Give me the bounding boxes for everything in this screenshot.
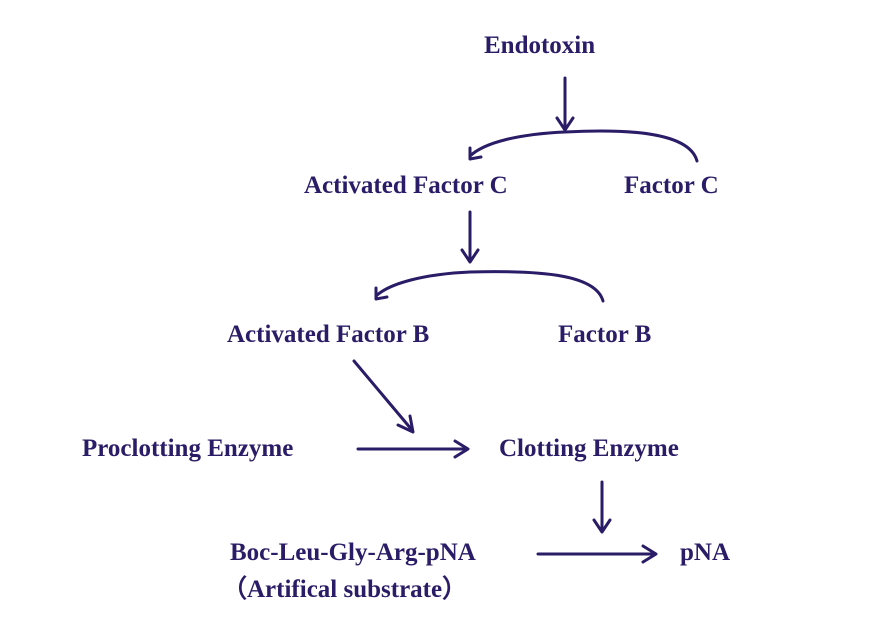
node-factor-c: Factor C bbox=[624, 172, 719, 199]
arc-tick-factor-b bbox=[374, 286, 389, 301]
node-pna: pNA bbox=[680, 539, 731, 566]
arc-tick-factor-c bbox=[468, 146, 483, 161]
node-proclotting-enzyme: Proclotting Enzyme bbox=[82, 435, 294, 462]
arc-factor-c-activation bbox=[468, 129, 699, 163]
arc-factor-b-activation bbox=[374, 270, 605, 303]
node-factor-b: Factor B bbox=[558, 321, 652, 348]
arrowhead-substrate bbox=[641, 544, 658, 564]
arrow-factor-b-diagonal bbox=[352, 359, 414, 432]
arrowhead-diagonal bbox=[396, 414, 415, 434]
arrowhead-endotoxin bbox=[555, 116, 575, 132]
node-substrate-note: （Artifical substrate） bbox=[222, 576, 468, 603]
node-substrate: Boc-Leu-Gly-Arg-pNA bbox=[230, 539, 476, 566]
node-endotoxin: Endotoxin bbox=[484, 32, 596, 59]
arrowhead-clotting bbox=[592, 518, 612, 534]
arrowhead-proclotting bbox=[453, 439, 470, 459]
node-clotting-enzyme: Clotting Enzyme bbox=[499, 435, 679, 462]
node-activated-factor-c: Activated Factor C bbox=[304, 172, 508, 199]
node-activated-factor-b: Activated Factor B bbox=[227, 321, 430, 348]
arrowhead-factor-c bbox=[460, 248, 480, 264]
